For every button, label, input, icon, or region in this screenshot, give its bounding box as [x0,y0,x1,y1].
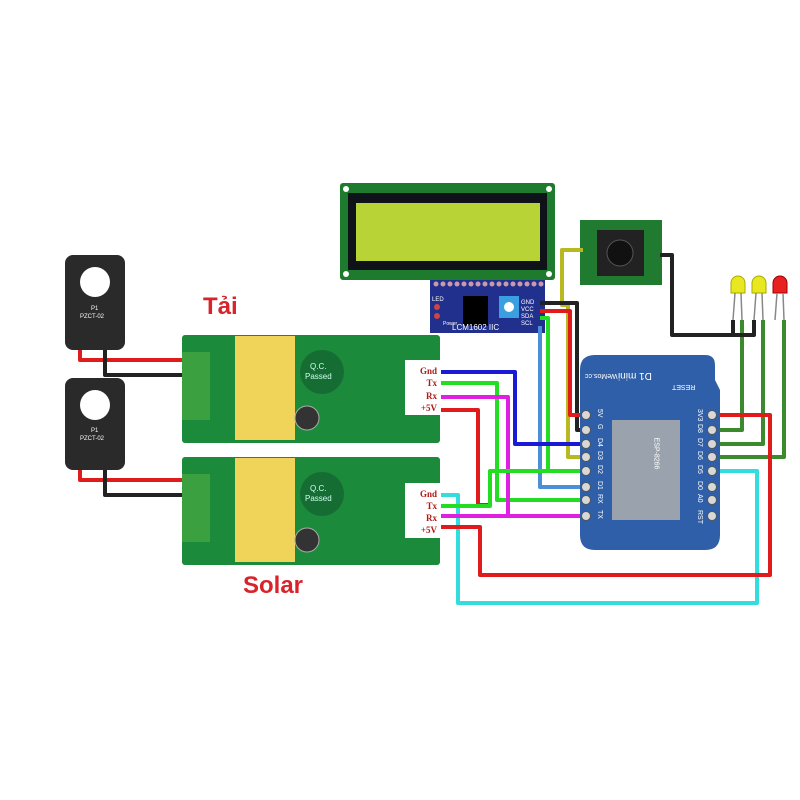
d1-pin[interactable] [581,466,591,476]
d1-brand: WeMos.cc [585,372,618,379]
push-button-module [580,220,662,285]
d1-mini-board [580,355,720,550]
lcd-backpack-title: LCM1602 IIC [452,323,500,332]
d1-pin[interactable] [581,410,591,420]
i2c-backpack [430,280,545,333]
lcd-led: LED [432,297,444,303]
header-pin [454,281,460,287]
d1-pin-label: D1 [596,481,603,490]
load-label: Tải [203,293,238,320]
d1-pin-label: D3 [596,451,603,460]
d1-pin[interactable] [707,466,717,476]
ct2-model: PZCT-02 [80,436,105,442]
d1-pin[interactable] [581,495,591,505]
d1-pin-label: G [596,424,603,430]
pzem2-tx: Tx [426,501,437,511]
d1-pin[interactable] [581,511,591,521]
d1-pin-label: D6 [696,451,703,460]
ct1-name: P1 [91,306,99,312]
lcd-vcc: VCC [521,307,534,313]
pzem1-gnd: Gnd [419,366,437,376]
leds [730,275,788,321]
lcd-sda: SDA [521,314,534,320]
d1-pin-label: TX [596,510,603,519]
header-pin [517,281,523,287]
pzem-board-solar [182,457,441,565]
qc-2: Passed [305,372,332,381]
ct2-name: P1 [91,428,99,434]
pzem1-tx: Tx [426,378,437,388]
d1-pin-label: 5V [596,409,603,418]
d1-pin[interactable] [707,425,717,435]
d1-pin[interactable] [707,511,717,521]
pzem1-5v: +5V [420,403,437,413]
lcd-power: Power [443,321,458,327]
qc-3: Q.C. [310,484,327,493]
pzem-board-load [182,335,441,443]
header-pin [468,281,474,287]
d1-pin-label: RST [696,510,703,524]
d1-pin-label: D4 [596,438,603,447]
header-pin [447,281,453,287]
d1-pin-label: D0 [696,481,703,490]
solar-label: Solar [243,572,304,599]
d1-pin[interactable] [581,425,591,435]
ct-sensor-1 [65,255,125,350]
header-pin [489,281,495,287]
pzem2-rx: Rx [426,513,437,523]
lcd-1602 [340,183,555,280]
qc-1: Q.C. [310,362,327,371]
pzem1-rx: Rx [426,391,437,401]
header-pin [524,281,530,287]
header-pin [433,281,439,287]
d1-pin[interactable] [581,482,591,492]
header-pin [531,281,537,287]
d1-pin-label: RX [596,494,603,504]
header-pin [461,281,467,287]
header-pin [510,281,516,287]
header-pin [503,281,509,287]
pzem2-5v: +5V [420,525,437,535]
d1-pin[interactable] [707,439,717,449]
d1-pin-label: D5 [696,465,703,474]
ct-sensor-2 [65,378,125,470]
d1-title: D1 mini [618,370,652,381]
pzem2-gnd: Gnd [419,489,437,499]
d1-pin[interactable] [581,439,591,449]
ct1-model: PZCT-02 [80,314,105,320]
d1-pin[interactable] [581,452,591,462]
header-pin [475,281,481,287]
d1-pin-label: D2 [596,465,603,474]
d1-reset: RESET [672,383,696,390]
d1-pin[interactable] [707,452,717,462]
qc-4: Passed [305,494,332,503]
d1-pin-label: 3V3 [696,409,703,422]
d1-pin[interactable] [707,482,717,492]
d1-module: ESP-8266 [652,437,660,470]
header-pin [482,281,488,287]
header-pin [496,281,502,287]
d1-pin-label: D7 [696,438,703,447]
header-pin [440,281,446,287]
d1-pin[interactable] [707,410,717,420]
lcd-gnd: GND [521,300,535,306]
header-pin [538,281,544,287]
d1-pin-label: D8 [696,424,703,433]
lcd-scl: SCL [521,321,533,327]
d1-pin-label: A0 [696,494,703,503]
d1-pin[interactable] [707,495,717,505]
